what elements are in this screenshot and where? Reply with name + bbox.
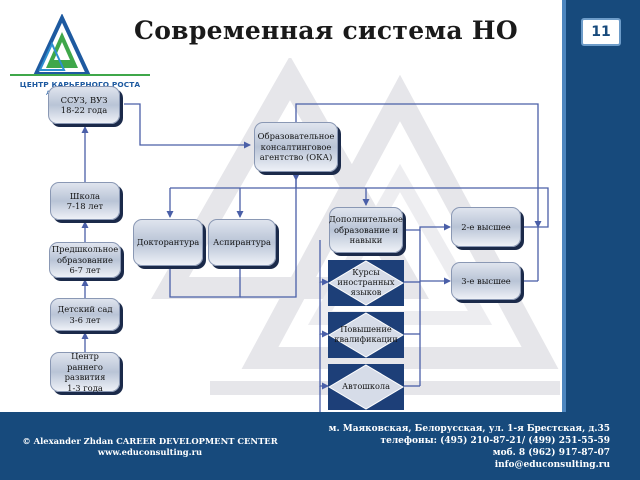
logo-triangles-icon bbox=[10, 14, 150, 76]
node-oka: Образовательное консалтинговое агентство… bbox=[254, 122, 338, 172]
node-early-development: Центр раннего развития 1-3 года bbox=[50, 351, 120, 393]
side-band-edge bbox=[562, 0, 566, 412]
node-doctorate: Докторантура bbox=[133, 219, 203, 266]
node-doctorate-label: Докторантура bbox=[136, 237, 200, 248]
arrow-additional-to-higher bbox=[404, 223, 451, 231]
arrow-to-qualification bbox=[319, 282, 329, 338]
node-second-higher-label: 2-е высшее bbox=[461, 221, 511, 232]
node-preschool: Предшкольное образование 6-7 лет bbox=[49, 242, 121, 278]
logo-line1: ЦЕНТР КАРЬЕРНОГО РОСТА bbox=[19, 80, 141, 89]
node-third-higher-label: 3-е высшее bbox=[461, 275, 511, 286]
footer-left: © Alexander Zhdan CAREER DEVELOPMENT CEN… bbox=[20, 436, 280, 458]
node-third-higher: 3-е высшее bbox=[451, 262, 521, 300]
node-school-label: Школа 7-18 лет bbox=[66, 190, 104, 212]
node-additional-education: Дополнительное образование и навыки bbox=[329, 207, 403, 253]
arrow-to-languages bbox=[319, 240, 329, 286]
arrow-ssuz-to-oka bbox=[124, 103, 251, 149]
page-title: Современная система НО bbox=[134, 16, 518, 45]
diamond-qualification: Повышение квалификации bbox=[328, 312, 404, 358]
page-number: 11 bbox=[581, 18, 621, 46]
diamond-driving-school-shape bbox=[328, 364, 404, 410]
node-second-higher: 2-е высшее bbox=[451, 207, 521, 247]
diamond-qualification-shape bbox=[328, 312, 404, 358]
footer-right: м. Маяковская, Белорусская, ул. 1-я Брес… bbox=[300, 424, 610, 472]
node-early-development-label: Центр раннего развития 1-3 года bbox=[64, 351, 106, 393]
footer-address: м. Маяковская, Белорусская, ул. 1-я Брес… bbox=[328, 424, 610, 434]
arrow-higher-back bbox=[366, 187, 549, 228]
footer-website[interactable]: www.educonsulting.ru bbox=[97, 446, 203, 457]
node-preschool-label: Предшкольное образование 6-7 лет bbox=[51, 244, 119, 276]
node-oka-label: Образовательное консалтинговое агентство… bbox=[257, 131, 335, 163]
node-kindergarten: Детский сад 3-6 лет bbox=[50, 298, 120, 331]
node-kindergarten-label: Детский сад 3-6 лет bbox=[57, 304, 113, 325]
arrow-to-driving bbox=[319, 334, 329, 390]
diamond-languages-shape bbox=[328, 260, 404, 306]
diamond-languages-label: Курсы иностранных языков bbox=[337, 267, 395, 297]
footer-copyright: © Alexander Zhdan CAREER DEVELOPMENT CEN… bbox=[22, 436, 278, 446]
diamond-driving-school-label: Автошкола bbox=[341, 381, 390, 392]
diamond-languages: Курсы иностранных языков bbox=[328, 260, 404, 306]
diamond-driving-school: Автошкола bbox=[328, 364, 404, 410]
arrow-oka-to-higher bbox=[295, 103, 542, 228]
node-aspirantura: Аспирантура bbox=[208, 219, 276, 266]
footer-email[interactable]: info@educonsulting.ru bbox=[494, 459, 610, 470]
node-additional-education-label: Дополнительное образование и навыки bbox=[329, 214, 404, 246]
node-aspirantura-label: Аспирантура bbox=[212, 237, 272, 248]
node-ssuz-vuz-label: ССУЗ, ВУЗ 18-22 года bbox=[60, 94, 108, 116]
footer-mobile: моб. 8 (962) 917-87-07 bbox=[492, 447, 610, 458]
node-school: Школа 7-18 лет bbox=[50, 182, 120, 220]
diamond-qualification-label: Повышение квалификации bbox=[334, 324, 398, 344]
footer: © Alexander Zhdan CAREER DEVELOPMENT CEN… bbox=[0, 412, 640, 480]
side-band bbox=[562, 0, 640, 412]
node-ssuz-vuz: ССУЗ, ВУЗ 18-22 года bbox=[48, 86, 120, 124]
footer-phones: телефоны: (495) 210-87-21/ (499) 251-55-… bbox=[380, 435, 610, 446]
